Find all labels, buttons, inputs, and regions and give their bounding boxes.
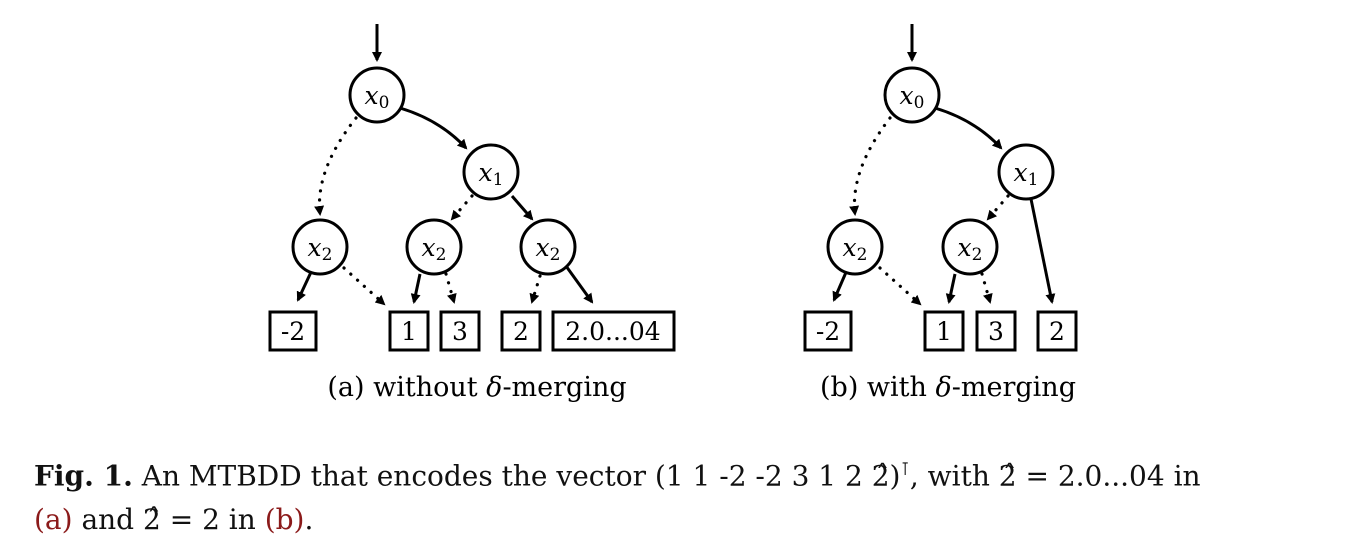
edge-x1-x2b-low-b — [986, 194, 1010, 221]
panel-a: x0 x1 x2 x2 x2 -2 1 3 — [268, 24, 676, 403]
caption-text-2: , with 2̂ = 2.0...04 in — [909, 459, 1201, 493]
node-x0-b: x0 — [883, 66, 941, 124]
node-x2-left-a: x2 — [291, 218, 349, 276]
edge-x1-x2c-high-a — [510, 195, 534, 221]
caption-end: . — [304, 503, 314, 537]
edge-x2a-leaf-1-a — [342, 266, 386, 306]
caption-text-3: and 2̂ = 2 in — [72, 503, 265, 537]
svg-text:x1: x1 — [1014, 158, 1039, 190]
edge-x0-x1-high-a — [399, 106, 468, 150]
subcaption-a: (a) without δ-merging — [327, 372, 626, 403]
edge-x2b-leaf-3-b — [980, 272, 993, 304]
leaf-2-b: 2 — [1036, 310, 1078, 352]
svg-text:x2: x2 — [536, 233, 561, 265]
edge-x0-x2-low-b — [849, 116, 892, 216]
figure-caption: Fig. 1. An MTBDD that encodes the vector… — [34, 448, 1324, 542]
svg-text:-2: -2 — [816, 317, 840, 346]
node-x0-a: x0 — [348, 66, 406, 124]
mtbdd-diagram: x0 x1 x2 x2 x2 -2 1 3 — [268, 24, 1078, 403]
svg-text:x1: x1 — [479, 158, 504, 190]
node-x2-mid-b: x2 — [941, 218, 999, 276]
leaf-minus2-a: -2 — [268, 310, 318, 352]
edge-x2c-leaf-2-a — [529, 274, 542, 304]
edge-x1-leaf-2-high-b — [1029, 198, 1056, 304]
subcaption-b: (b) with δ-merging — [820, 372, 1076, 403]
svg-text:x2: x2 — [843, 233, 868, 265]
node-x1-a: x1 — [462, 143, 520, 201]
edge-x2a-leaf-m2-b — [832, 269, 849, 302]
ref-b-link[interactable]: (b) — [264, 503, 305, 537]
panel-b: x0 x1 x2 x2 -2 1 3 2 (b) wit — [803, 24, 1078, 403]
svg-text:3: 3 — [988, 317, 1004, 346]
edge-x2b-leaf-1-a — [410, 273, 422, 304]
node-x2-right-a: x2 — [519, 218, 577, 276]
leaf-2-a: 2 — [500, 310, 542, 352]
edge-x1-x2b-low-a — [450, 194, 474, 221]
edge-x0-x2-low-a — [314, 116, 358, 216]
svg-text:3: 3 — [452, 317, 468, 346]
caption-text-1: An MTBDD that encodes the vector — [132, 459, 655, 493]
leaf-3-a: 3 — [439, 310, 481, 352]
svg-text:x2: x2 — [308, 233, 333, 265]
node-x1-b: x1 — [997, 143, 1055, 201]
node-x2-mid-a: x2 — [405, 218, 463, 276]
svg-text:x2: x2 — [958, 233, 983, 265]
edge-x2b-leaf-3-a — [444, 272, 457, 304]
svg-text:1: 1 — [401, 317, 417, 346]
edge-x0-x1-high-b — [934, 106, 1003, 150]
node-x2-left-b: x2 — [826, 218, 884, 276]
figure-label: Fig. 1. — [34, 459, 133, 493]
leaf-1-b: 1 — [923, 310, 965, 352]
svg-text:x0: x0 — [365, 81, 390, 113]
ref-a-link[interactable]: (a) — [34, 503, 73, 537]
caption-vector: (1 1 -2 -2 3 1 2 2̂) — [654, 459, 901, 493]
svg-text:-2: -2 — [281, 317, 305, 346]
edge-x2b-leaf-1-b — [945, 273, 957, 304]
svg-text:x2: x2 — [422, 233, 447, 265]
leaf-1-a: 1 — [388, 310, 430, 352]
svg-text:2: 2 — [513, 317, 529, 346]
transpose-symbol: ⊺ — [900, 459, 910, 480]
svg-text:2.0...04: 2.0...04 — [565, 317, 660, 346]
leaf-minus2-b: -2 — [803, 310, 853, 352]
svg-text:2: 2 — [1049, 317, 1065, 346]
leaf-2-0-04-a: 2.0...04 — [551, 310, 676, 352]
svg-text:1: 1 — [936, 317, 952, 346]
svg-text:x0: x0 — [900, 81, 925, 113]
edge-x2a-leaf-m2-a — [296, 269, 314, 302]
leaf-3-b: 3 — [975, 310, 1017, 352]
edge-x2a-leaf-1-b — [878, 266, 922, 306]
edge-x2c-leaf-2004-a — [564, 265, 594, 304]
